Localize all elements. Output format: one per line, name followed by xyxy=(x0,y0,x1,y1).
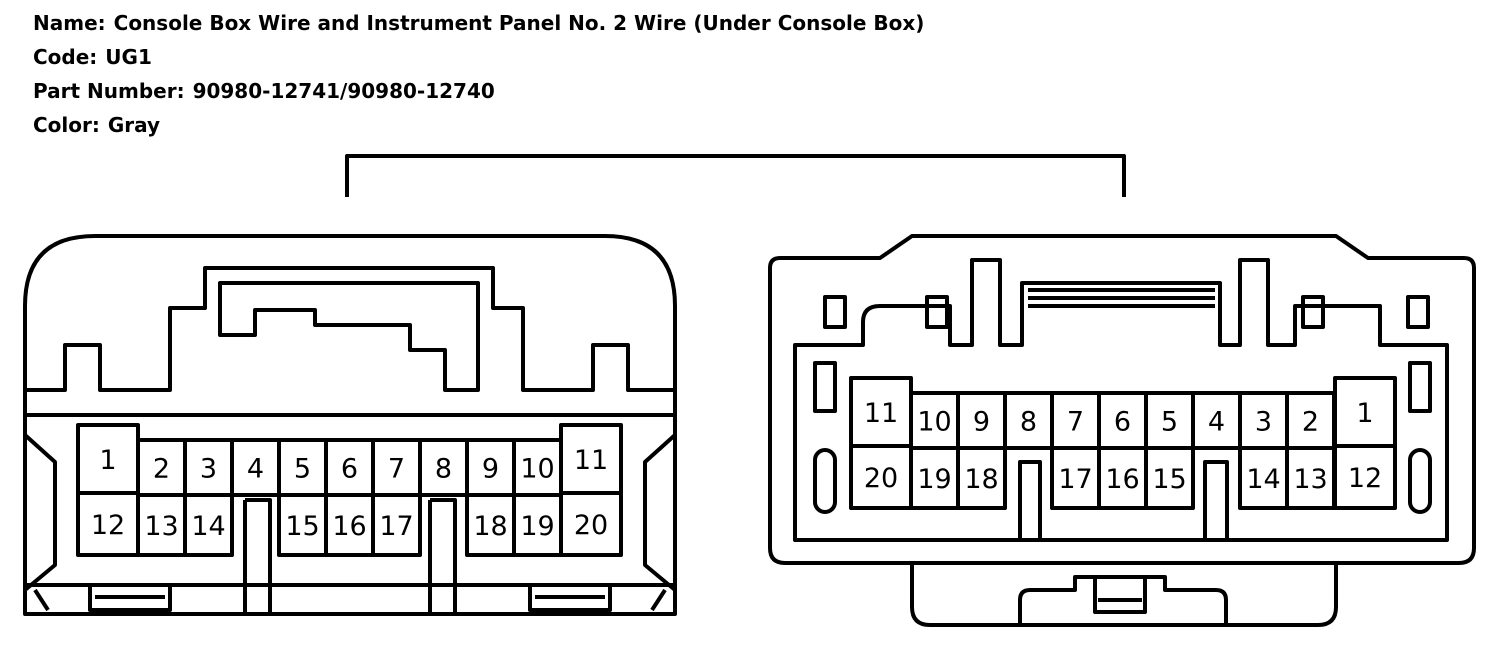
right-pin-label-17: 17 xyxy=(1058,464,1092,495)
left-pin-cavity-17 xyxy=(371,493,422,557)
left-pin-label-7: 7 xyxy=(388,454,405,485)
left-side-rail-right xyxy=(643,433,677,592)
right-window-b xyxy=(925,295,949,329)
part-number-value: 90980-12741/90980-12740 xyxy=(192,79,495,103)
mating-bracket xyxy=(345,154,1126,197)
connector-info: Name: Console Box Wire and Instrument Pan… xyxy=(33,6,924,142)
color-value: Gray xyxy=(107,113,161,137)
right-pin-label-18: 18 xyxy=(964,464,998,495)
left-pin-cavity-20 xyxy=(559,491,623,557)
left-bottom-tab-a xyxy=(88,585,172,612)
left-pin-label-18: 18 xyxy=(473,511,507,542)
part-number-line: Part Number: 90980-12741/90980-12740 xyxy=(33,74,924,108)
right-oval-a xyxy=(813,448,837,514)
left-pin-cavity-14 xyxy=(183,493,234,557)
right-pin-label-13: 13 xyxy=(1293,464,1327,495)
left-pin-label-5: 5 xyxy=(294,454,311,485)
left-pin-label-19: 19 xyxy=(520,511,554,542)
right-pin-cavity-17 xyxy=(1050,446,1101,510)
right-pin-label-12: 12 xyxy=(1348,463,1382,494)
left-pin-label-1: 1 xyxy=(99,445,116,476)
name-label: Name: xyxy=(33,11,106,35)
right-pin-label-7: 7 xyxy=(1067,407,1084,438)
left-key-slot-a xyxy=(243,498,272,614)
left-pin-label-16: 16 xyxy=(332,511,366,542)
left-pin-label-15: 15 xyxy=(285,511,319,542)
right-pin-cavity-20 xyxy=(849,444,913,510)
left-pin-label-14: 14 xyxy=(191,511,225,542)
left-pin-label-6: 6 xyxy=(341,454,358,485)
left-housing-outline xyxy=(23,234,677,616)
left-pin-label-11: 11 xyxy=(574,445,608,476)
code-line: Code: UG1 xyxy=(33,40,924,74)
right-pin-label-16: 16 xyxy=(1105,464,1139,495)
right-side-slot-b xyxy=(1408,361,1432,413)
right-pin-label-14: 14 xyxy=(1246,464,1280,495)
name-line: Name: Console Box Wire and Instrument Pan… xyxy=(33,6,924,40)
right-pin-label-9: 9 xyxy=(973,407,990,438)
right-pin-label-1: 1 xyxy=(1356,398,1373,429)
right-pin-label-8: 8 xyxy=(1020,407,1037,438)
left-pin-label-10: 10 xyxy=(520,454,554,485)
part-number-label: Part Number: xyxy=(33,79,185,103)
name-value: Console Box Wire and Instrument Panel No… xyxy=(113,11,925,35)
left-pin-label-2: 2 xyxy=(153,454,170,485)
right-window-c xyxy=(1301,295,1325,329)
right-pin-label-3: 3 xyxy=(1255,407,1272,438)
right-pin-label-5: 5 xyxy=(1161,407,1178,438)
left-pin-label-9: 9 xyxy=(482,454,499,485)
left-pin-label-3: 3 xyxy=(200,454,217,485)
left-pin-label-13: 13 xyxy=(144,511,178,542)
left-pin-label-8: 8 xyxy=(435,454,452,485)
left-pin-label-17: 17 xyxy=(379,511,413,542)
color-line: Color: Gray xyxy=(33,108,924,142)
left-bottom-corner-a xyxy=(33,588,50,612)
left-pin-label-12: 12 xyxy=(91,510,125,541)
left-latch-inner xyxy=(218,281,480,392)
left-bottom-corner-b xyxy=(650,588,667,612)
right-housing-outline xyxy=(768,234,1476,565)
right-oval-b xyxy=(1408,448,1432,514)
right-lower-channel xyxy=(1018,460,1229,540)
right-window-d xyxy=(1406,295,1430,329)
left-pin-label-20: 20 xyxy=(574,510,608,541)
left-pin-label-4: 4 xyxy=(247,454,264,485)
left-top-profile xyxy=(25,266,675,392)
right-bottom-latch xyxy=(1018,575,1228,625)
left-key-slot-b xyxy=(428,498,457,614)
code-label: Code: xyxy=(33,45,98,69)
right-bottom-tab xyxy=(910,563,1338,627)
code-value: UG1 xyxy=(105,45,152,69)
right-pin-label-2: 2 xyxy=(1302,407,1319,438)
left-connector xyxy=(23,234,677,616)
right-pin-cavity-14 xyxy=(1238,446,1289,510)
right-connector xyxy=(768,234,1476,627)
right-side-slot-a xyxy=(813,361,837,413)
left-side-rail xyxy=(23,433,57,592)
right-pin-label-19: 19 xyxy=(917,464,951,495)
right-pin-label-4: 4 xyxy=(1208,407,1225,438)
right-pin-label-15: 15 xyxy=(1152,464,1186,495)
right-window-a xyxy=(823,295,847,329)
color-label: Color: xyxy=(33,113,100,137)
right-pin-label-10: 10 xyxy=(917,407,951,438)
right-latch-lines xyxy=(1028,288,1215,308)
right-pin-label-6: 6 xyxy=(1114,407,1131,438)
right-pin-label-11: 11 xyxy=(864,398,898,429)
right-pin-label-20: 20 xyxy=(864,463,898,494)
left-bottom-tab-b xyxy=(528,585,612,612)
